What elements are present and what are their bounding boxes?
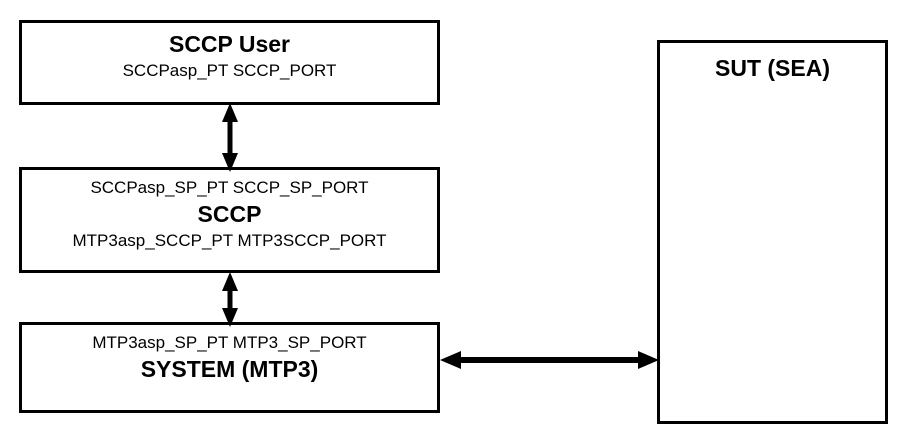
node-sccp-user-port-label: SCCPasp_PT SCCP_PORT xyxy=(122,61,337,80)
connector-sccp-user-to-sccp-icon xyxy=(222,103,238,172)
node-sccp-user-content: SCCP User SCCPasp_PT SCCP_PORT xyxy=(22,23,437,82)
node-sccp[interactable]: SCCPasp_SP_PT SCCP_SP_PORT SCCP MTP3asp_… xyxy=(19,167,440,273)
node-sccp-lower-port-label: MTP3asp_SCCP_PT MTP3SCCP_PORT xyxy=(72,231,387,250)
node-sccp-user[interactable]: SCCP User SCCPasp_PT SCCP_PORT xyxy=(19,20,440,105)
node-sccp-title: SCCP xyxy=(197,201,262,227)
connector-sccp-to-system-icon xyxy=(222,272,238,327)
node-sccp-user-title: SCCP User xyxy=(168,31,291,57)
node-sut-sea-content: SUT (SEA) xyxy=(660,43,885,83)
node-system-mtp3-content: MTP3asp_SP_PT MTP3_SP_PORT SYSTEM (MTP3) xyxy=(22,325,437,384)
connector-system-to-sut-icon xyxy=(440,351,659,369)
node-sut-sea[interactable]: SUT (SEA) xyxy=(657,40,888,424)
node-system-mtp3-title: SYSTEM (MTP3) xyxy=(140,356,319,382)
node-system-mtp3-port-label: MTP3asp_SP_PT MTP3_SP_PORT xyxy=(92,333,367,352)
node-sut-sea-title: SUT (SEA) xyxy=(715,55,830,81)
node-system-mtp3[interactable]: MTP3asp_SP_PT MTP3_SP_PORT SYSTEM (MTP3) xyxy=(19,322,440,413)
node-sccp-upper-port-label: SCCPasp_SP_PT SCCP_SP_PORT xyxy=(90,178,369,197)
node-sccp-content: SCCPasp_SP_PT SCCP_SP_PORT SCCP MTP3asp_… xyxy=(22,170,437,252)
